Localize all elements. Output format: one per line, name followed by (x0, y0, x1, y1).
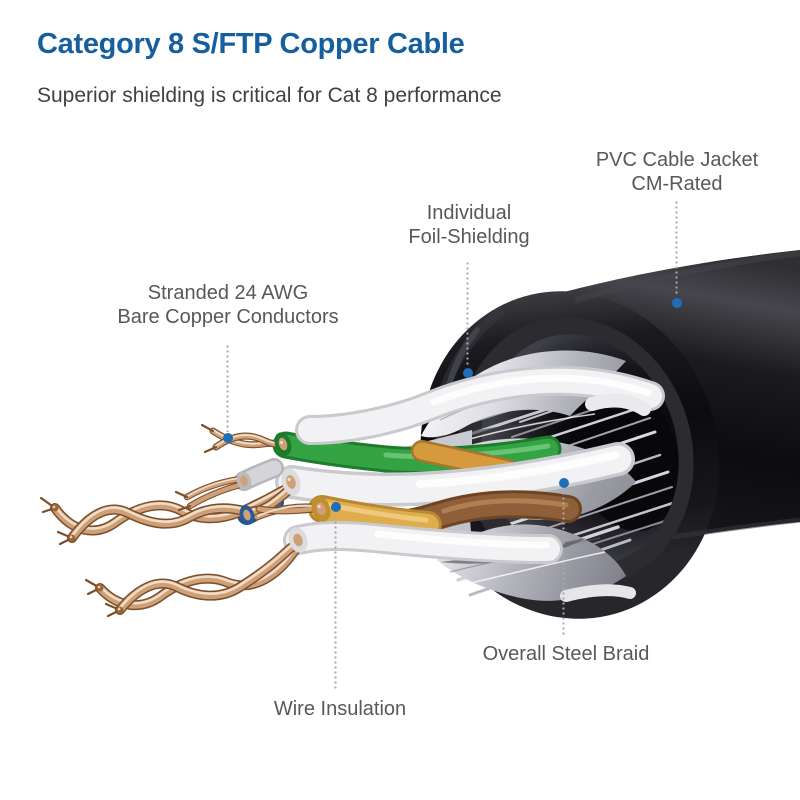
callout-foil-shielding: Individual Foil-Shielding (369, 201, 569, 249)
wire-cut-faces (236, 432, 331, 553)
page-subtitle: Superior shielding is critical for Cat 8… (37, 84, 502, 107)
bare-copper-conductors (39, 423, 317, 618)
leader-line-pvc-jacket (675, 200, 678, 296)
callout-steel-braid: Overall Steel Braid (446, 642, 686, 666)
twisted-pairs (234, 365, 665, 602)
callout-pvc-jacket-line1: PVC Cable Jacket (595, 149, 759, 171)
callout-stranded-copper-line2: Bare Copper Conductors (117, 306, 339, 328)
callout-dot-wire-insulation (331, 502, 341, 512)
leader-line-steel-braid (562, 491, 565, 637)
copper-stub-yellow (253, 503, 317, 521)
callout-wire-insulation-line1: Wire Insulation (273, 698, 407, 720)
copper-pair-upper (50, 483, 295, 543)
white-wire-bottom (283, 520, 563, 564)
callout-dot-pvc-jacket (672, 298, 682, 308)
callout-stranded-copper-line1: Stranded 24 AWG (147, 282, 309, 304)
callout-stranded-copper: Stranded 24 AWG Bare Copper Conductors (63, 281, 393, 329)
leader-line-stranded-copper (226, 344, 229, 432)
copper-stub-gray (183, 475, 244, 510)
callout-pvc-jacket-line2: CM-Rated (631, 173, 723, 195)
white-wire-top (295, 365, 665, 445)
callout-wire-insulation: Wire Insulation (240, 697, 440, 721)
white-wire-middle (275, 442, 635, 507)
copper-pair-lower (95, 536, 306, 615)
copper-tip-faces (51, 504, 124, 614)
callout-pvc-jacket: PVC Cable Jacket CM-Rated (562, 148, 792, 196)
callout-foil-shielding-line1: Individual (426, 202, 512, 224)
callout-dot-steel-braid (559, 478, 569, 488)
callout-foil-shielding-line2: Foil-Shielding (408, 226, 530, 248)
page-title: Category 8 S/FTP Copper Cable (37, 28, 465, 60)
callout-steel-braid-line1: Overall Steel Braid (482, 643, 650, 665)
callout-dot-foil-shielding (463, 368, 473, 378)
callout-dot-stranded-copper (223, 433, 233, 443)
leader-line-wire-insulation (334, 515, 337, 691)
leader-line-foil-shielding (466, 261, 469, 367)
